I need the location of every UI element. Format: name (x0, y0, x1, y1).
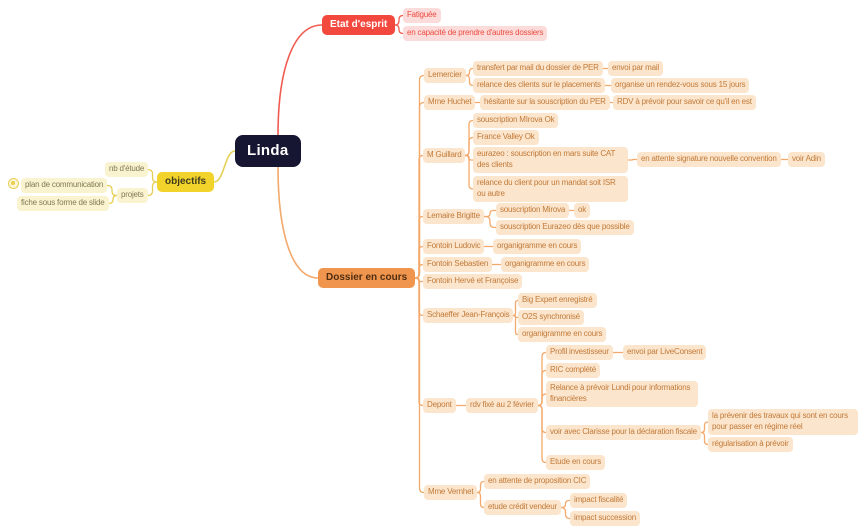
node-france-valley[interactable]: France Valley Ok (473, 130, 539, 145)
edge-attente-cic (476, 480, 485, 494)
node-regularisation[interactable]: régularisation à prévoir (708, 437, 793, 452)
node-sous-eurazeo[interactable]: souscription Eurazeo dès que possible (496, 220, 634, 235)
node-lemercier[interactable]: Lemercier (424, 68, 466, 83)
edge-fiche (108, 194, 118, 205)
edge-etude-credit (476, 491, 485, 509)
node-sous-mirova[interactable]: souscription Mirova (496, 203, 570, 218)
node-impact-succ[interactable]: impact succession (570, 511, 640, 526)
node-etude-cours[interactable]: Etude en cours (546, 455, 606, 470)
node-big-expert[interactable]: Big Expert enregistré (518, 293, 597, 308)
edge-fatiguee (394, 14, 404, 26)
edge-relance-clients (465, 74, 474, 87)
edge-sous-eurazeo (483, 215, 497, 229)
node-envoi-lc[interactable]: envoi par LiveConsent (623, 345, 707, 360)
edge-f-sebastien (414, 263, 424, 279)
node-rdv-fixe[interactable]: rdv fixé au 2 février (466, 398, 538, 413)
edge-relance-mandat (464, 154, 474, 190)
node-etude-credit[interactable]: etude crédit vendeur (484, 500, 561, 515)
node-guillard[interactable]: M Guillard (423, 148, 466, 163)
node-organigramme3[interactable]: organigramme en cours (518, 327, 607, 342)
node-organigramme1[interactable]: organigramme en cours (493, 239, 582, 254)
edge-attente-signature (627, 158, 638, 161)
node-hesitante[interactable]: hésitante sur la souscription du PER (480, 95, 610, 110)
edge-relance-lundi (537, 393, 547, 407)
edge-dossier (277, 166, 319, 279)
node-eurazeo[interactable]: eurazeo : souscription en mars suite CAT… (473, 147, 628, 173)
node-f-ludovic[interactable]: Fontoin Ludovic (423, 239, 485, 254)
edge-france-valley (464, 136, 474, 157)
node-ric[interactable]: RIC complété (546, 363, 601, 378)
edge-nb-etude (147, 168, 158, 183)
node-nb-etude[interactable]: nb d'étude (105, 162, 149, 177)
node-vernhet[interactable]: Mme Vernhet (424, 485, 478, 500)
node-transfert[interactable]: transfert par mail du dossier de PER (473, 61, 603, 76)
node-depont[interactable]: Depont (423, 398, 456, 413)
node-attente-signature[interactable]: en attente signature nouvelle convention (637, 152, 781, 167)
node-relance-mandat[interactable]: relance du client pour un mandat soit IS… (473, 176, 628, 202)
edge-sous-mirova (483, 209, 497, 218)
edge-organigramme3 (512, 314, 519, 336)
edge-impact-fisc (560, 499, 571, 509)
node-mirova-ok[interactable]: souscription MIrova Ok (473, 113, 559, 128)
node-impact-fisc[interactable]: impact fiscalité (570, 493, 628, 508)
edge-regularisation (700, 431, 709, 446)
edge-objectifs (213, 150, 236, 183)
node-dossier[interactable]: Dossier en cours (318, 268, 416, 288)
node-voir-adin[interactable]: voir Adin (788, 152, 825, 167)
circle-badge-icon (8, 178, 19, 189)
edge-vernhet (414, 277, 425, 494)
node-linda[interactable]: Linda (235, 135, 301, 168)
node-projets[interactable]: projets (117, 188, 148, 203)
node-o2s[interactable]: O2S synchronisé (518, 310, 584, 325)
edge-plan (106, 184, 118, 197)
node-lemaire[interactable]: Lemaire Brigitte (423, 209, 484, 224)
node-plan[interactable]: plan de communication (21, 178, 108, 193)
node-attente-cic[interactable]: en attente de proposition CIC (484, 474, 591, 489)
node-envoi-mail[interactable]: envoi par mail (608, 61, 664, 76)
edge-impact-succ (560, 506, 571, 520)
node-schaeffer[interactable]: Schaeffer Jean-François (423, 308, 514, 323)
edge-capacite (394, 24, 404, 35)
node-fiche[interactable]: fiche sous forme de slide (17, 196, 109, 211)
edge-etude-cours (537, 404, 547, 464)
node-etat[interactable]: Etat d'esprit (322, 15, 396, 35)
node-f-sebastien[interactable]: Fontoin Sebastien (423, 257, 493, 272)
edge-transfert (465, 67, 474, 77)
node-prevenir[interactable]: la prévenir des travaux qui sont en cour… (708, 409, 858, 435)
node-f-herve[interactable]: Fontoin Hervé et Françoise (423, 274, 523, 289)
edge-etat (277, 24, 323, 136)
node-organigramme2[interactable]: organigramme en cours (501, 257, 590, 272)
node-voir-clarisse[interactable]: voir avec Clarisse pour la déclaration f… (546, 425, 701, 440)
edge-projets (147, 181, 158, 197)
node-ok[interactable]: ok (574, 203, 591, 218)
edge-prevenir (700, 421, 709, 434)
node-relance-clients[interactable]: relance des clients sur le placements (473, 78, 605, 93)
node-huchet[interactable]: Mme Huchet (424, 95, 476, 110)
node-rdv-prevoir[interactable]: RDV à prévoir pour savoir ce qu'il en es… (613, 95, 756, 110)
node-relance-lundi[interactable]: Relance à prévoir Lundi pour information… (546, 381, 698, 407)
node-capacite[interactable]: en capacité de prendre d'autres dossiers (403, 26, 548, 41)
node-organise[interactable]: organise un rendez-vous sous 15 jours (611, 78, 750, 93)
node-objectifs[interactable]: objectifs (157, 172, 215, 192)
node-fatiguee[interactable]: Fatiguée (403, 8, 441, 23)
node-profil[interactable]: Profil investisseur (546, 345, 613, 360)
